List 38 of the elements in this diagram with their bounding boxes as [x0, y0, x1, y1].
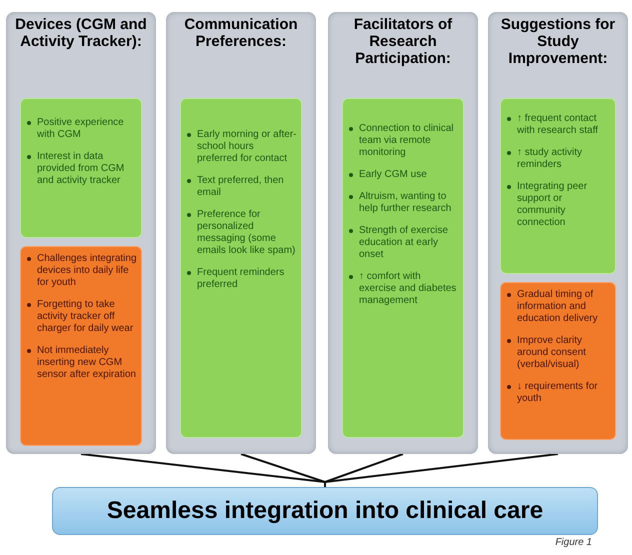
- figure-label: Figure 1: [555, 537, 592, 549]
- bullet-text: ↑ study activity reminders: [517, 147, 584, 171]
- bullet-text: Not immediately inserting new CGM sensor after expiration: [37, 345, 137, 381]
- strength-box: [342, 98, 464, 438]
- bullet-text: ↑ comfort with exercise and diabetes management: [359, 271, 458, 307]
- category-heading: Suggestions for Study Improvement:: [500, 16, 616, 67]
- challenge-box: [20, 246, 142, 446]
- bullet-text: ↑ frequent contact with research staff: [517, 113, 599, 137]
- bullet-text: Forgetting to take activity tracker off charger for daily wear: [37, 299, 134, 335]
- bullet-text: Early morning or after-school hours preferred for contact: [197, 129, 297, 165]
- bullet-text: ↓ requirements for youth: [517, 381, 599, 405]
- category-panel: [328, 12, 478, 454]
- bullet-text: Positive experience with CGM: [37, 117, 125, 141]
- bullet-text: Preference for personalized messaging (some emails look like spam): [197, 209, 296, 257]
- category-panel: [6, 12, 156, 454]
- bullet-text: Improve clarity around consent (verbal/visual): [517, 335, 587, 371]
- bullet-text: Early CGM use: [359, 169, 427, 181]
- bullet-text: Connection to clinical team via remote monitoring: [359, 123, 454, 159]
- bullet-text: Gradual timing of information and education delivery: [517, 289, 599, 325]
- connector-line: [324, 453, 558, 487]
- category-heading: Devices (CGM and Activity Tracker):: [14, 16, 148, 50]
- outcome-text: Seamless integration into clinical care: [106, 497, 544, 525]
- bullet-text: Challenges integrating devices into daily life for youth: [37, 253, 137, 289]
- category-heading: Facilitators of Research Participation:: [352, 16, 454, 67]
- bullet-text: Altruism, wanting to help further research: [359, 191, 452, 215]
- category-panel: [166, 12, 316, 454]
- outcome-box: [52, 487, 598, 535]
- bullet-text: Interest in data provided from CGM and activity tracker: [37, 151, 126, 187]
- category-heading: Communication Preferences:: [183, 16, 299, 50]
- strength-box: [500, 98, 616, 274]
- challenge-box: [500, 282, 616, 440]
- bullet-text: Integrating peer support or community connection: [517, 181, 588, 229]
- category-panel: [488, 12, 628, 454]
- bullet-text: Text preferred, then email: [197, 175, 285, 199]
- bullet-text: Strength of exercise education at early onset: [359, 225, 449, 261]
- strength-box: [20, 98, 142, 238]
- strength-box: [180, 98, 302, 438]
- bullet-text: Frequent reminders preferred: [197, 267, 286, 291]
